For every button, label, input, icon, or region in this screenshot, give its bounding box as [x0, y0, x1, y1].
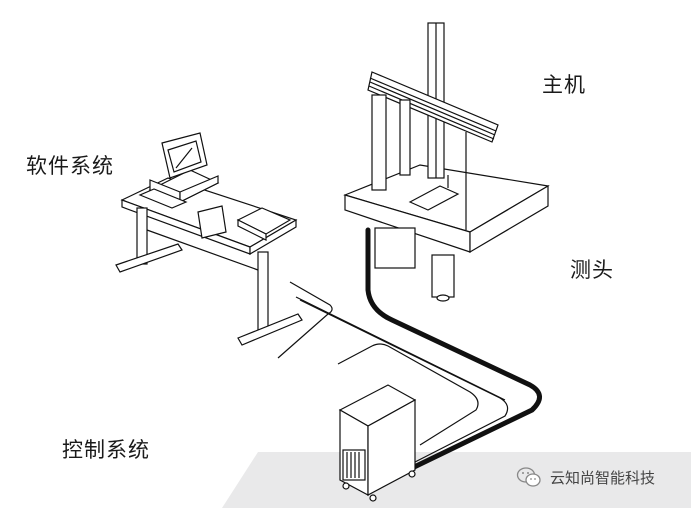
floor-outline: [277, 281, 509, 463]
software-workstation: [115, 132, 303, 346]
control-cabinet: [338, 384, 417, 502]
wechat-icon: [516, 467, 541, 487]
cmm-host: [343, 22, 550, 302]
label-control-system: 控制系统: [62, 438, 150, 462]
control-cable: [365, 227, 542, 473]
label-software-system: 软件系统: [26, 154, 114, 178]
label-host: 主机: [542, 73, 586, 97]
watermark: 云知尚智能科技: [516, 466, 655, 488]
watermark-text: 云知尚智能科技: [550, 468, 656, 487]
label-probe: 测头: [570, 258, 614, 282]
floor-band: [222, 452, 691, 508]
